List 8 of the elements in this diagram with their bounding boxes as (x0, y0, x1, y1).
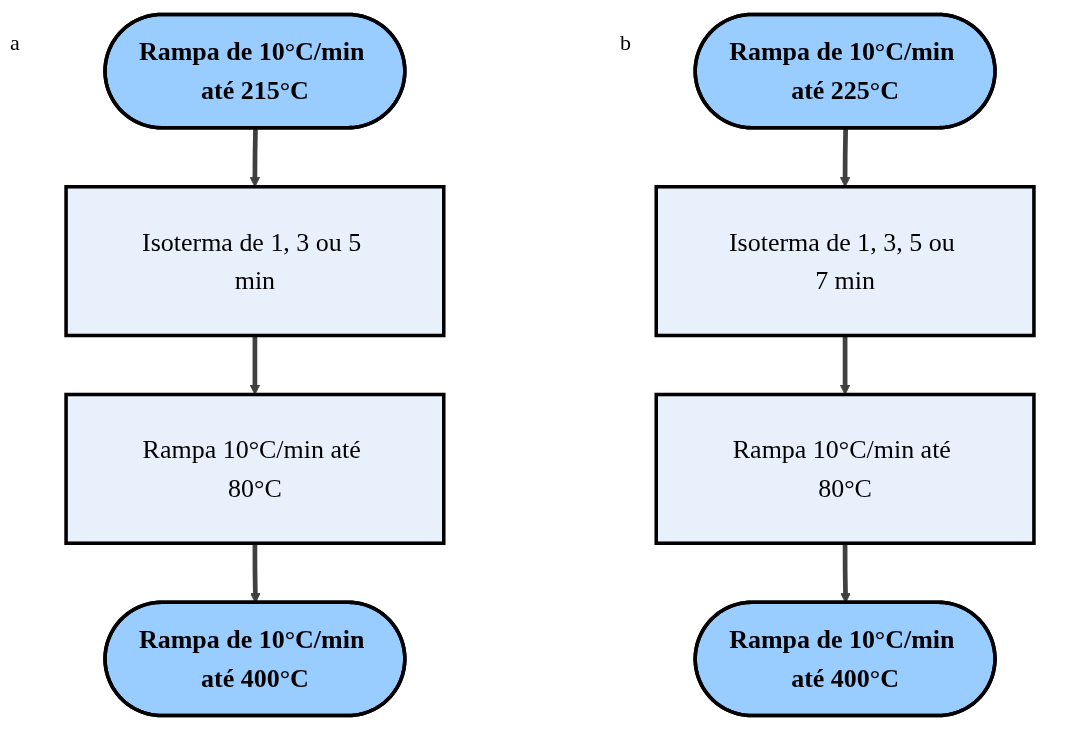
node-box: Isoterma de 1, 3 ou 5 min (64, 185, 446, 338)
panel-letter: a (10, 30, 20, 56)
arrow (839, 335, 851, 395)
node-box: Isoterma de 1, 3, 5 ou 7 min (654, 185, 1036, 338)
arrow (249, 335, 261, 395)
panel-letter: b (620, 30, 631, 56)
node-box: Rampa 10°C/min até 80°C (654, 392, 1036, 545)
node-box: Rampa 10°C/min até 80°C (64, 392, 446, 545)
